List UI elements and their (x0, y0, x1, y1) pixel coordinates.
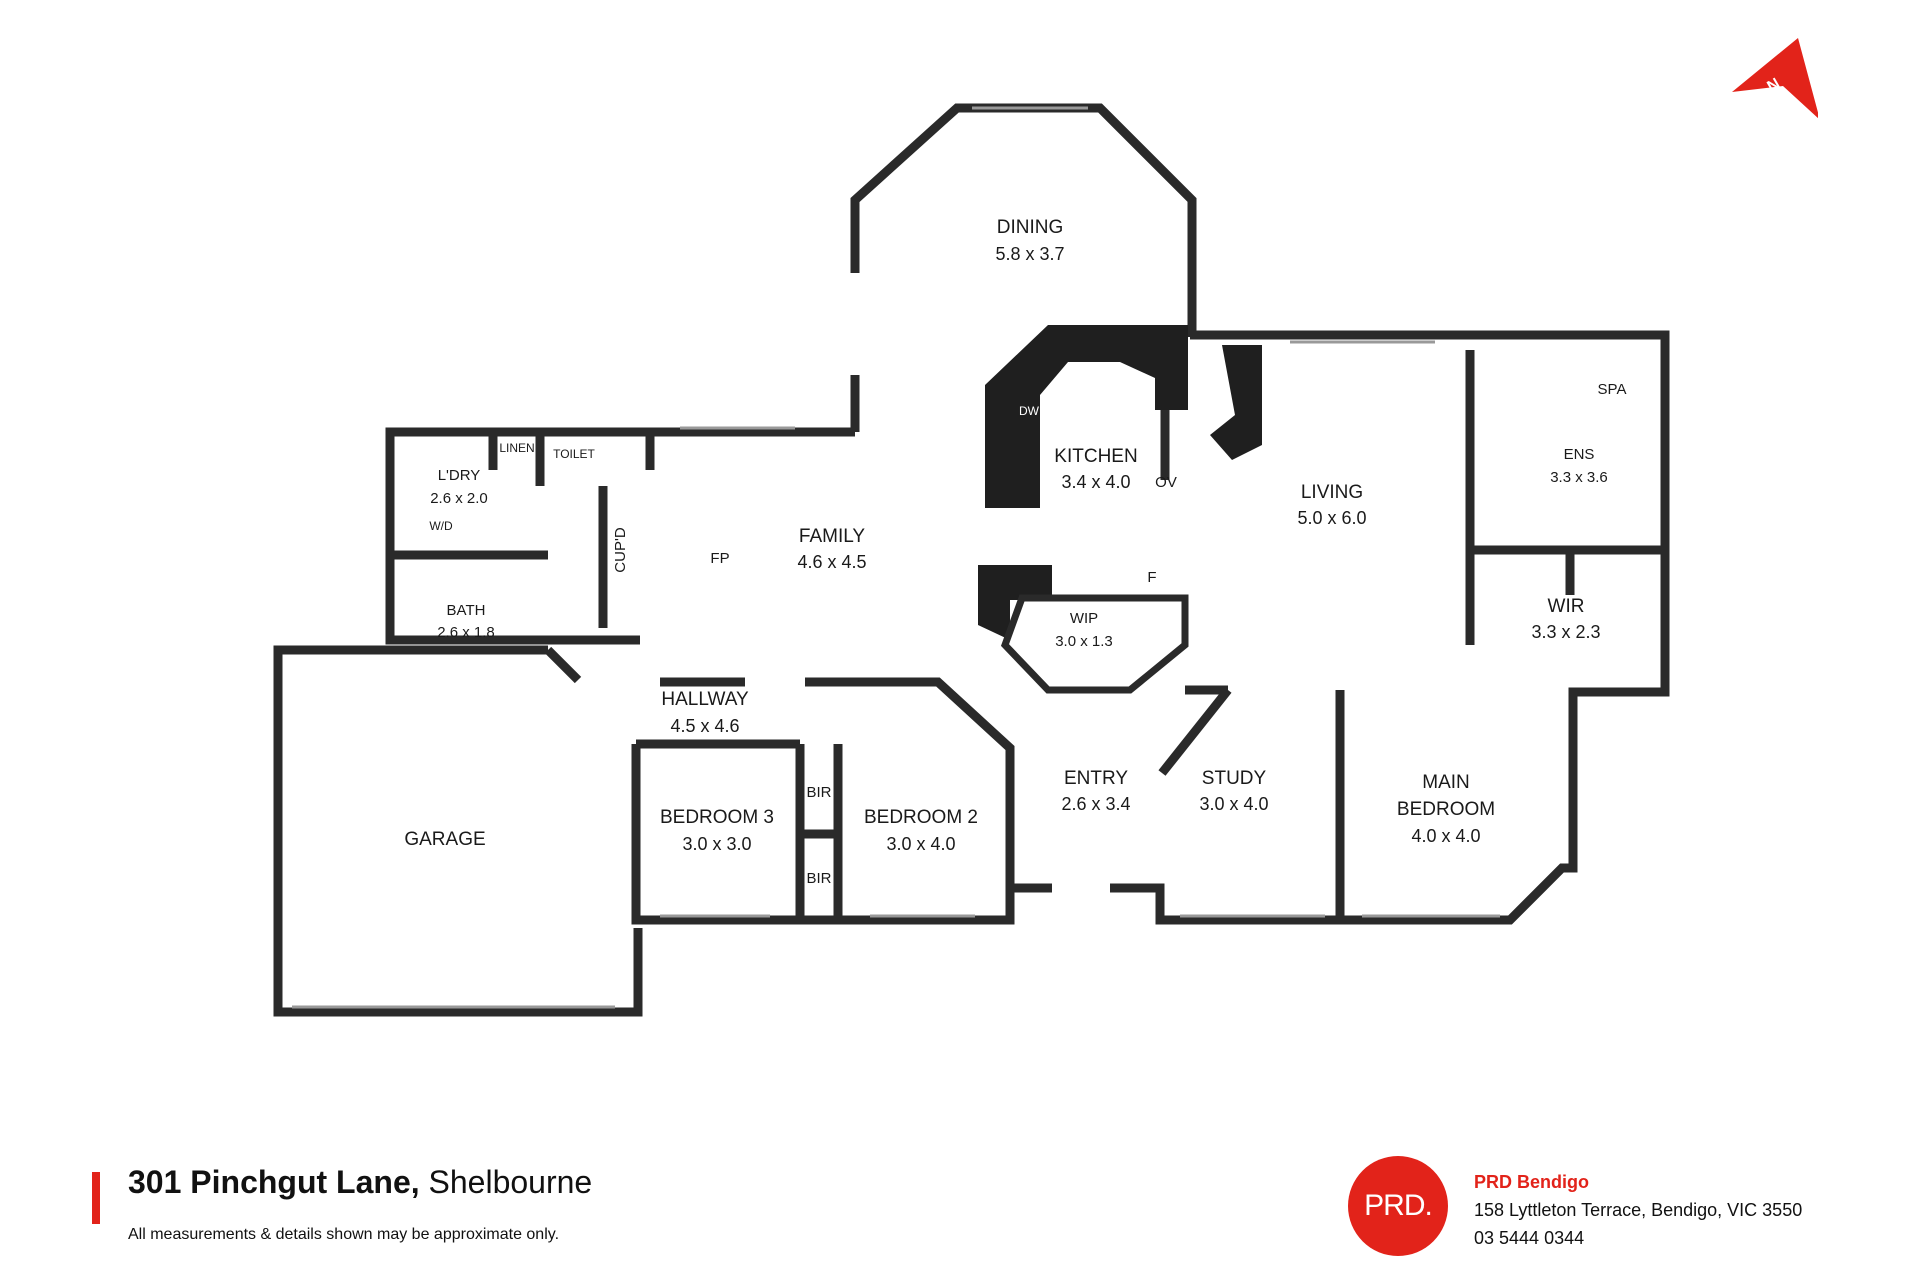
ldry-label: L'DRY (438, 467, 481, 484)
entry-dim: 2.6 x 3.4 (1061, 794, 1130, 814)
walls (273, 103, 1670, 1017)
wd-label: W/D (429, 519, 453, 533)
living-label: LIVING (1301, 482, 1363, 503)
windows (292, 106, 1500, 1009)
property-address: 301 Pinchgut Lane, Shelbourne (128, 1164, 592, 1201)
kitchen-label: KITCHEN (1054, 446, 1137, 467)
entry-label: ENTRY (1064, 768, 1128, 789)
family-label: FAMILY (799, 526, 865, 547)
north-arrow-icon: N (1732, 38, 1818, 119)
cupd-label: CUP'D (612, 527, 629, 573)
kitchen-dim: 3.4 x 4.0 (1061, 472, 1130, 492)
agency-address: 158 Lyttleton Terrace, Bendigo, VIC 3550 (1474, 1200, 1803, 1220)
bath-label: BATH (447, 602, 486, 619)
ens-label: ENS (1564, 446, 1595, 463)
agency-details: PRD Bendigo 158 Lyttleton Terrace, Bendi… (1474, 1168, 1802, 1252)
dining-dim: 5.8 x 3.7 (995, 244, 1064, 264)
study-walls (1110, 330, 1670, 925)
spa-label: SPA (1598, 381, 1627, 398)
ov-label: OV (1155, 474, 1177, 491)
room-labels: DINING 5.8 x 3.7 KITCHEN 3.4 x 4.0 LIVIN… (404, 217, 1607, 854)
toilet-label: TOILET (553, 447, 595, 461)
bedroom3-dim: 3.0 x 3.0 (682, 834, 751, 854)
main-bedroom-label-1: MAIN (1422, 772, 1470, 793)
agency-name: PRD Bendigo (1474, 1172, 1589, 1192)
ens-dim: 3.3 x 3.6 (1550, 469, 1608, 486)
address-suburb: Shelbourne (428, 1164, 593, 1200)
ldry-dim: 2.6 x 2.0 (430, 490, 488, 507)
dining-label: DINING (997, 217, 1064, 238)
living-bench (1210, 345, 1262, 460)
prd-logo: PRD. (1348, 1156, 1448, 1256)
wir-dim: 3.3 x 2.3 (1531, 622, 1600, 642)
garage-hall-wall (544, 646, 582, 684)
address-accent-bar (92, 1172, 100, 1224)
garage-label: GARAGE (404, 829, 485, 850)
kitchen-bench-main (985, 325, 1188, 508)
bedroom2-label: BEDROOM 2 (864, 807, 978, 828)
disclaimer: All measurements & details shown may be … (128, 1226, 560, 1243)
dw-label: DW (1019, 404, 1040, 418)
agency-phone: 03 5444 0344 (1474, 1228, 1585, 1248)
study-entry-wall-1 (1158, 687, 1232, 776)
study-label: STUDY (1202, 768, 1267, 789)
bir2-label: BIR (806, 870, 831, 887)
bir1-label: BIR (806, 784, 831, 801)
bedroom3-label: BEDROOM 3 (660, 807, 774, 828)
living-dim: 5.0 x 6.0 (1297, 508, 1366, 528)
wip-outline (1000, 594, 1189, 694)
main-bedroom-label-2: BEDROOM (1397, 799, 1495, 820)
laundry-walls (385, 427, 650, 645)
bath-dim: 2.6 x 1.8 (437, 624, 495, 641)
north-arrow-shape (1732, 38, 1818, 119)
wip-label: WIP (1070, 610, 1098, 627)
address-street: 301 Pinchgut Lane, (128, 1164, 420, 1200)
wir-label: WIR (1548, 596, 1585, 617)
linen-label: LINEN (499, 441, 534, 455)
family-dim: 4.6 x 4.5 (797, 552, 866, 572)
study-dim: 3.0 x 4.0 (1199, 794, 1268, 814)
fridge-label: F (1147, 569, 1156, 586)
wip-shelf (978, 565, 1052, 640)
fp-label: FP (710, 550, 729, 567)
kitchen-benches (978, 325, 1262, 640)
wip-dim: 3.0 x 1.3 (1055, 633, 1113, 650)
fixture-labels: LINEN TOILET CUP'D FP W/D SPA OV DW F BI… (429, 381, 1626, 887)
garage-walls (273, 645, 643, 1017)
bedroom2-dim: 3.0 x 4.0 (886, 834, 955, 854)
main-bedroom-dim: 4.0 x 4.0 (1411, 826, 1480, 846)
hallway-dim: 4.5 x 4.6 (670, 716, 739, 736)
bedroom-walls (631, 677, 1015, 925)
hallway-label: HALLWAY (661, 689, 749, 710)
